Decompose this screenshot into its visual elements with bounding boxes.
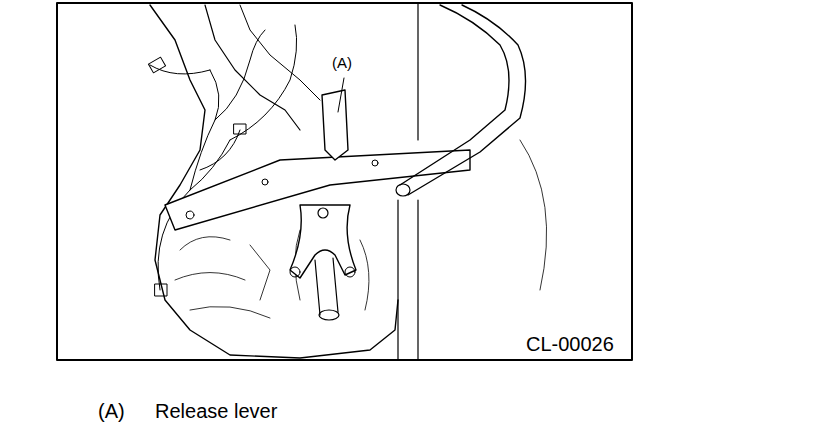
fork-tip [345,267,355,277]
bolt [186,211,194,219]
bolt [372,160,378,166]
input-shaft [315,258,338,315]
wire-branch [150,65,240,170]
pipe-end [396,184,410,196]
wire-harness [158,25,297,290]
figure-frame [57,3,632,360]
release-lever-fork [290,205,356,278]
wire-connector [234,124,246,134]
wire-connector [155,284,167,296]
housing-casting-lines [175,237,270,318]
fork-tip [290,267,300,277]
panel-edge [398,3,418,360]
legend-key: (A) [96,400,127,422]
bolt [262,179,268,185]
pipe [400,5,509,185]
callout-letter: (A) [330,55,354,72]
pipe [408,5,526,195]
background-contour [520,140,547,290]
pivot-bolt [318,208,328,218]
leader-line [338,78,344,112]
shaft-end [319,310,339,320]
legend-text: Release lever [153,400,279,422]
release-lever-arm [322,90,348,160]
figure-code: CL-00026 [524,333,616,355]
